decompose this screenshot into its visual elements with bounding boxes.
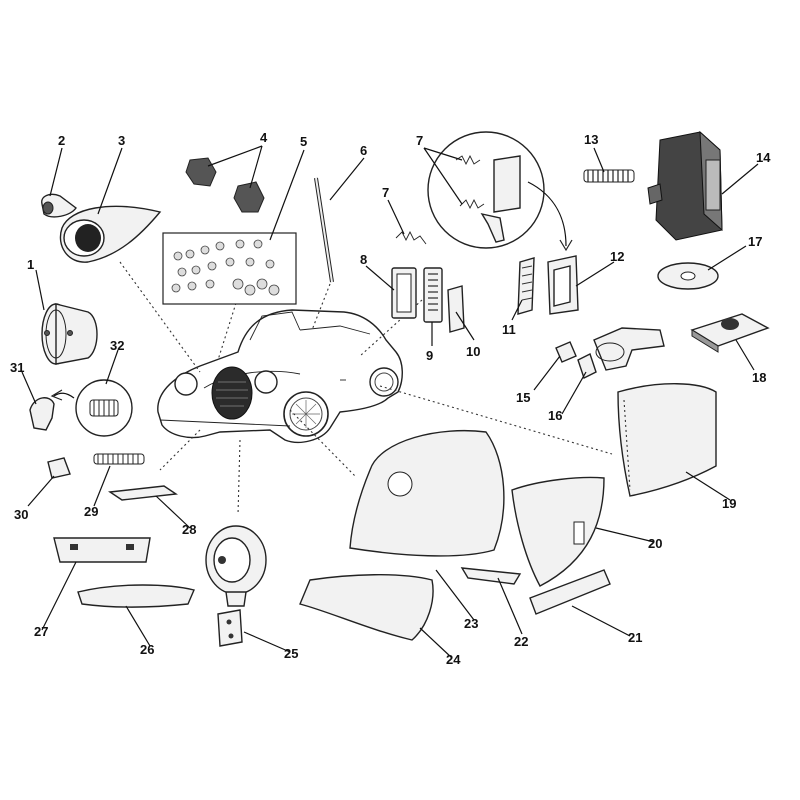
part-23-front-wing [349,429,505,557]
part-32-spring-detail [75,379,133,437]
label-9: 9 [426,348,433,363]
label-30: 30 [14,507,28,522]
label-18: 18 [752,370,766,385]
label-5: 5 [300,134,307,149]
part-7-bracket-circle [427,131,545,249]
label-29: 29 [84,504,98,519]
part-13-spring [583,169,635,183]
label-3: 3 [118,133,125,148]
part-5-fastener-kit [162,232,297,305]
label-7-lower: 7 [382,185,389,200]
callout-labels: 1 2 3 4 5 6 7 7 8 9 10 11 12 13 14 15 16… [10,130,771,667]
label-26: 26 [140,642,154,657]
part-3-nacelle [59,205,162,263]
label-16: 16 [548,408,562,423]
label-17: 17 [748,234,762,249]
part-15-shim [555,341,577,363]
part-26-tray [77,584,195,608]
label-13: 13 [584,132,598,147]
part-9-vent-grille [423,267,443,323]
label-1: 1 [27,257,34,272]
part-7-spring-small [395,230,427,245]
label-21: 21 [628,630,642,645]
label-28: 28 [182,522,196,537]
part-11-vent [517,257,535,315]
label-25: 25 [284,646,298,661]
label-19: 19 [722,496,736,511]
part-8-vent-frame [391,267,417,319]
part-21-sill [529,569,611,615]
part-22-strip [460,567,522,585]
part-10-vent-cover [447,285,465,333]
part-17-pad [657,262,719,290]
part-1-headlamp [41,303,98,365]
label-6: 6 [360,143,367,158]
part-12-vent-housing [547,255,579,315]
part-28-plate [108,485,178,501]
label-20: 20 [648,536,662,551]
label-32: 32 [110,338,124,353]
label-31: 31 [10,360,24,375]
dotted-leaders [119,261,613,516]
part-2-cowl [41,193,77,218]
label-14: 14 [756,150,771,165]
part-20-rear-wing [511,476,605,587]
label-27: 27 [34,624,48,639]
label-15: 15 [516,390,530,405]
label-10: 10 [466,344,480,359]
label-11: 11 [502,322,516,337]
part-30-block [47,457,71,479]
label-23: 23 [464,616,478,631]
part-18-mount [690,313,770,353]
part-31-latch [29,397,55,431]
label-7-top: 7 [416,133,423,148]
label-12: 12 [610,249,624,264]
part-16-hinge [577,327,665,379]
part-27-bracket [53,537,151,563]
part-6-rod [314,177,334,283]
label-leaders [21,145,759,659]
label-22: 22 [514,634,528,649]
label-2: 2 [58,133,65,148]
part-4-clips [185,157,265,213]
label-8: 8 [360,252,367,267]
part-19-door [617,383,717,497]
part-29-spring [93,453,145,465]
car-illustration [157,309,403,444]
part-25-horn [205,525,267,647]
part-24-apron [299,574,434,641]
part-14-housing [647,130,723,241]
label-4: 4 [260,130,268,145]
label-24: 24 [446,652,461,667]
